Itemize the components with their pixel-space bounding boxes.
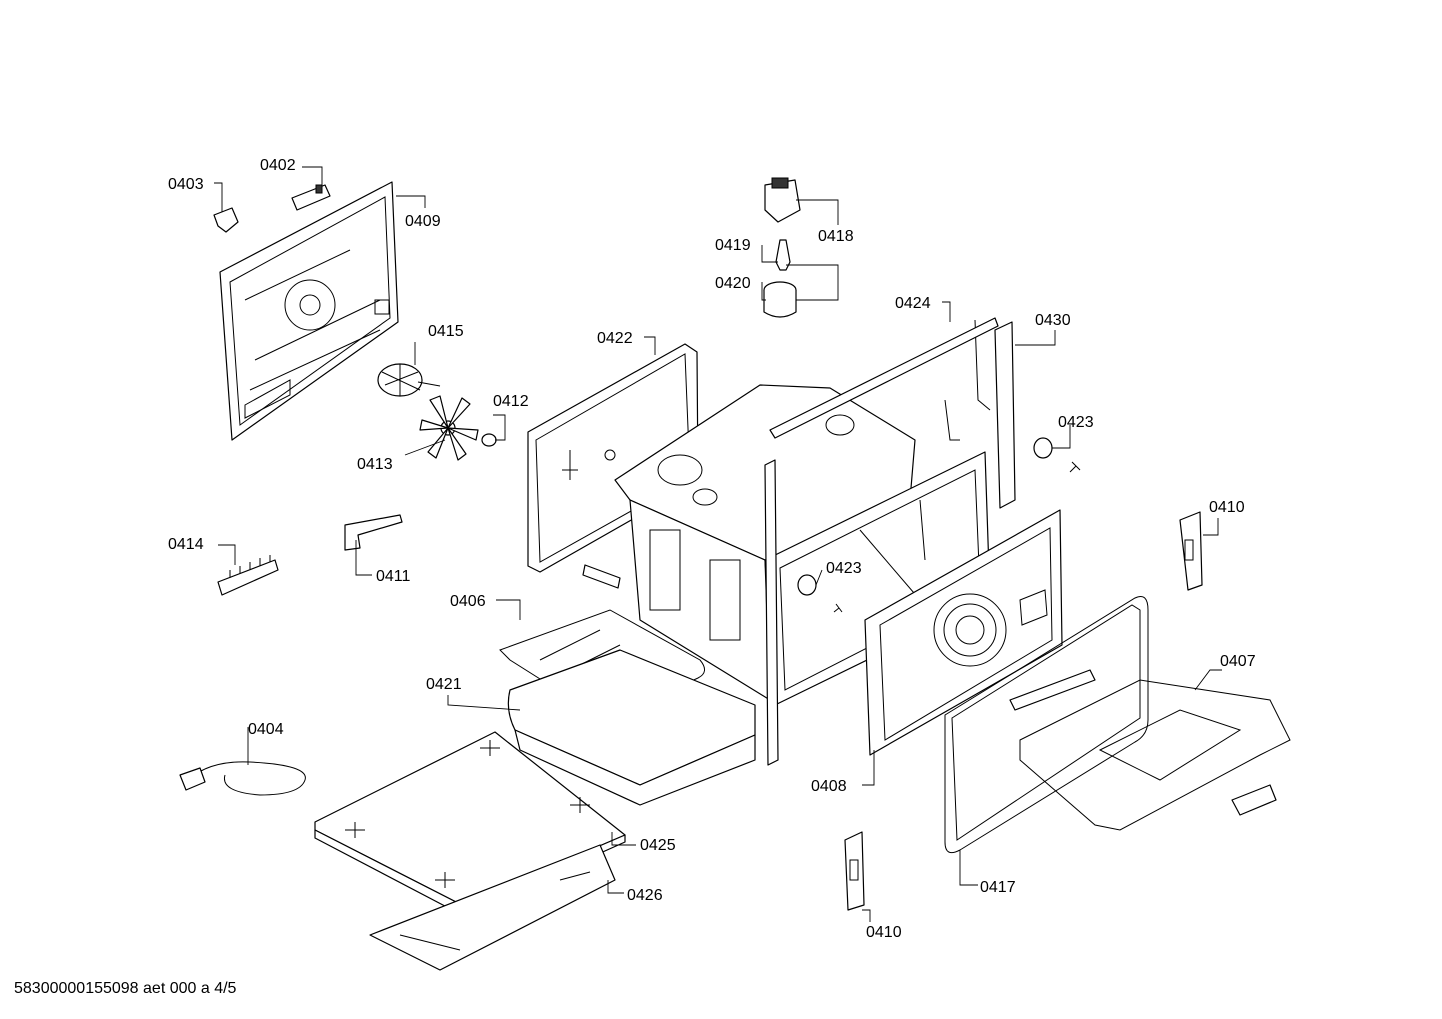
nut-part: [481, 433, 497, 447]
callout-0415: 0415: [428, 323, 464, 340]
callout-0410-top: 0410: [1209, 499, 1245, 516]
rear-panel-part: [219, 181, 399, 441]
callout-0422: 0422: [597, 330, 633, 347]
grill-element-part: [944, 596, 1149, 854]
fan-blade-part: [419, 395, 479, 461]
callout-0421: 0421: [426, 676, 462, 693]
lamp-housing-part: [764, 177, 801, 223]
insulation-part: [507, 649, 756, 806]
document-id-footer: 58300000155098 aet 000 a 4/5: [14, 980, 237, 997]
heating-element-part: [1009, 669, 1291, 831]
leader-lines: [214, 166, 1222, 922]
callout-0424: 0424: [895, 295, 931, 312]
callout-0423-right: 0423: [1058, 414, 1094, 431]
callout-0404: 0404: [248, 721, 284, 738]
callout-0410-bottom: 0410: [866, 924, 902, 941]
hinge-part-top: [1179, 511, 1203, 591]
bracket-part: [344, 514, 403, 551]
callout-0402: 0402: [260, 157, 296, 174]
callout-0409: 0409: [405, 213, 441, 230]
callout-0414: 0414: [168, 536, 204, 553]
top-rail-part: [769, 317, 999, 439]
callout-0430: 0430: [1035, 312, 1071, 329]
fan-motor-part: [377, 363, 441, 397]
knob-part-right: [1033, 437, 1081, 473]
lamp-cover-part: [763, 281, 797, 318]
power-cable-part: [179, 761, 306, 796]
hinge-part-bottom: [844, 831, 865, 911]
callout-0408: 0408: [811, 778, 847, 795]
callout-0407: 0407: [1220, 653, 1256, 670]
callout-0406: 0406: [450, 593, 486, 610]
callout-0419: 0419: [715, 237, 751, 254]
callout-labels: 0402 0403 0409 0415 0412 0413 0414 0411 …: [168, 157, 1256, 941]
callout-0412: 0412: [493, 393, 529, 410]
callout-0420: 0420: [715, 275, 751, 292]
bottom-bracket-part: [369, 844, 616, 971]
callout-0423-left: 0423: [826, 560, 862, 577]
fan-cover-panel-part: [864, 509, 1063, 756]
front-frame-part: [764, 319, 1016, 766]
callout-0426: 0426: [627, 887, 663, 904]
lamp-bulb-part: [775, 239, 791, 271]
callout-0413: 0413: [357, 456, 393, 473]
clip-part: [213, 207, 239, 233]
terminal-strip-part: [217, 555, 279, 596]
callout-0417: 0417: [980, 879, 1016, 896]
callout-0403: 0403: [168, 176, 204, 193]
callout-0418: 0418: [818, 228, 854, 245]
terminal-block-part: [291, 184, 331, 211]
callout-0425: 0425: [640, 837, 676, 854]
callout-0411: 0411: [376, 568, 411, 585]
